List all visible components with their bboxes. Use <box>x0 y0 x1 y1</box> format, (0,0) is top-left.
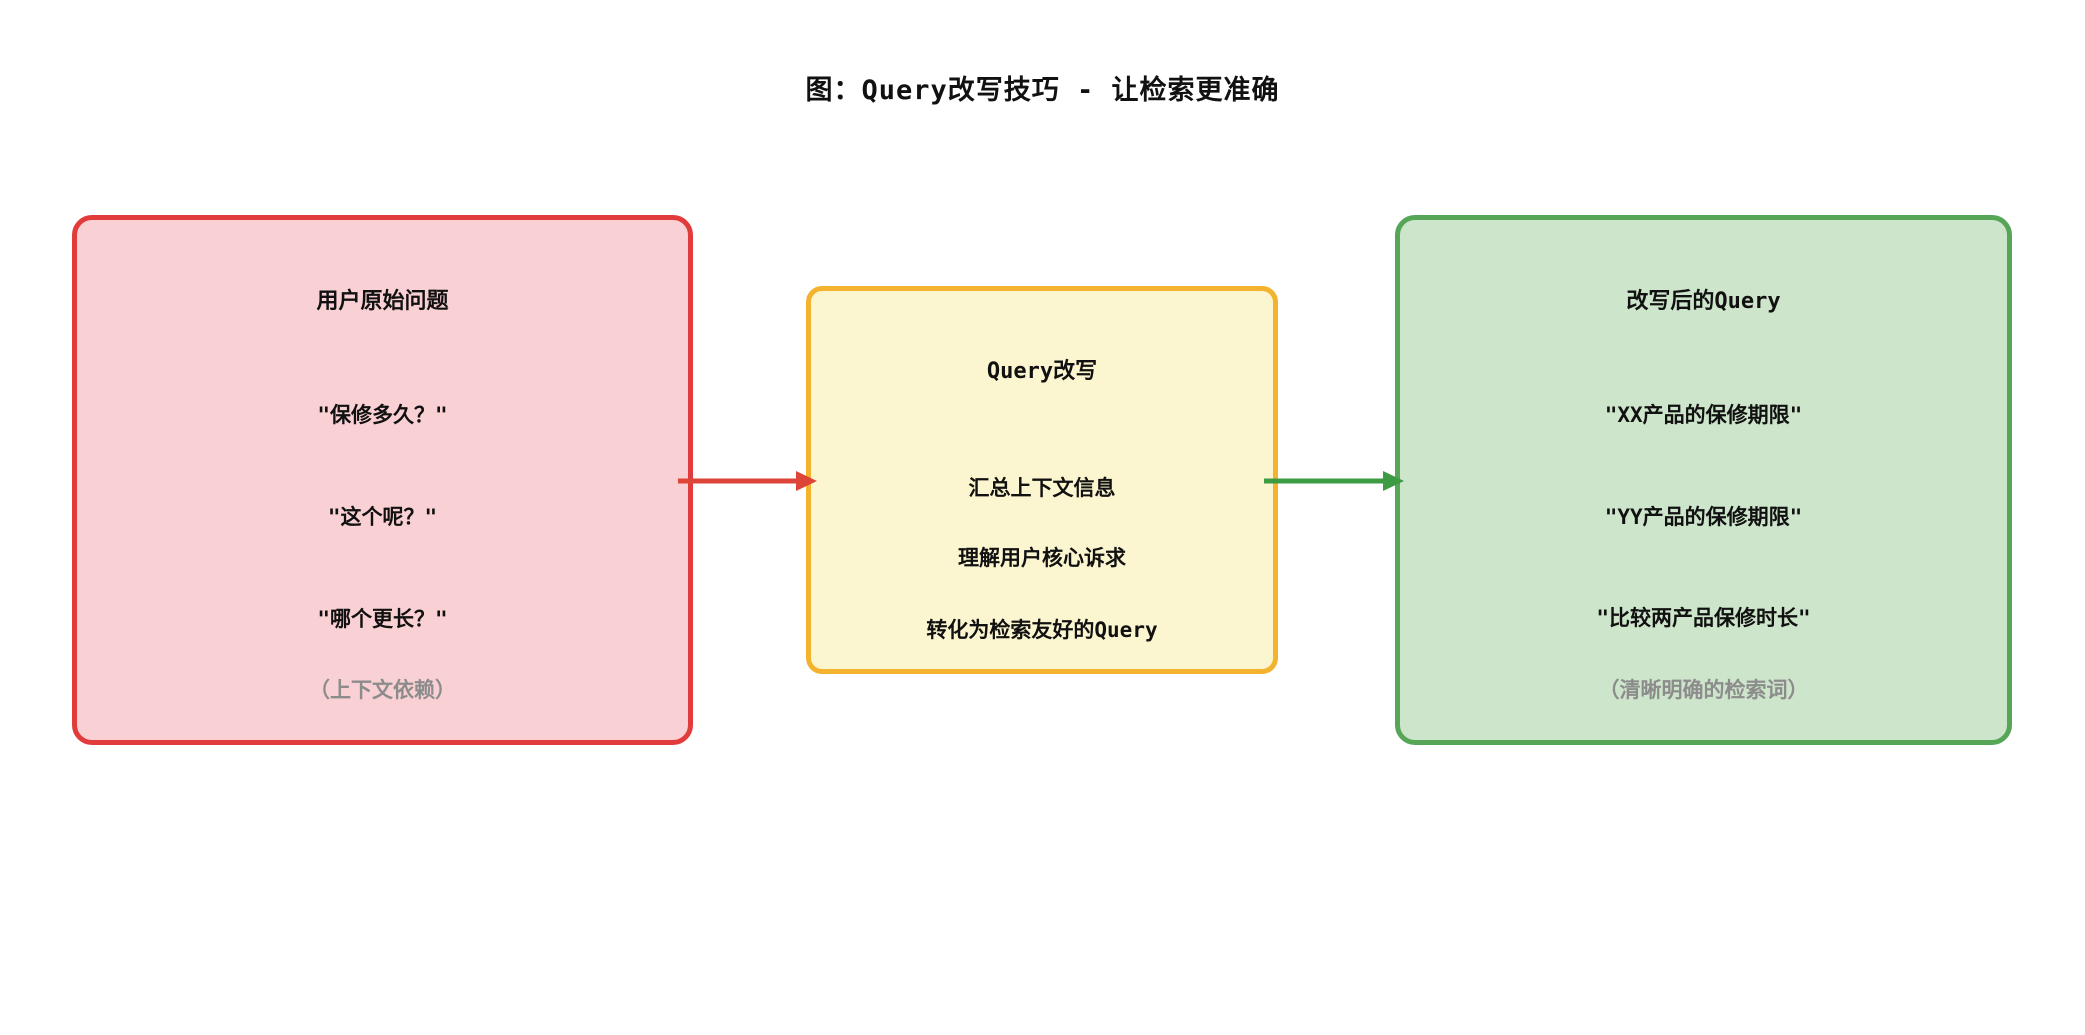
arrow-original-to-rewrite-icon <box>678 471 817 491</box>
rewritten-query-1: "XX产品的保修期限" <box>1604 403 1803 427</box>
original-question-3: "哪个更长？" <box>317 607 448 631</box>
arrow-rewrite-to-rewritten-icon <box>1264 471 1404 491</box>
box-rewritten-title: 改写后的Query <box>1626 289 1781 314</box>
box-rewritten-queries: 改写后的Query "XX产品的保修期限" "YY产品的保修期限" "比较两产品… <box>1395 215 2012 745</box>
diagram-title: 图：Query改写技巧 - 让检索更准确 <box>805 75 1280 106</box>
box-query-rewrite: Query改写 汇总上下文信息 理解用户核心诉求 转化为检索友好的Query <box>806 286 1278 674</box>
rewrite-step-2: 理解用户核心诉求 <box>958 546 1126 570</box>
rewritten-query-2: "YY产品的保修期限" <box>1604 505 1803 529</box>
box-original-title: 用户原始问题 <box>316 289 449 314</box>
original-question-1: "保修多久？" <box>317 403 448 427</box>
original-question-2: "这个呢？" <box>327 505 438 529</box>
box-rewrite-title: Query改写 <box>986 359 1098 384</box>
box-original-questions: 用户原始问题 "保修多久？" "这个呢？" "哪个更长？" （上下文依赖） <box>72 215 693 745</box>
rewrite-step-3: 转化为检索友好的Query <box>926 618 1158 642</box>
rewritten-query-3: "比较两产品保修时长" <box>1596 606 1811 630</box>
original-note: （上下文依赖） <box>309 678 456 702</box>
rewrite-step-1: 汇总上下文信息 <box>968 476 1116 500</box>
rewritten-note: （清晰明确的检索词） <box>1598 678 1809 702</box>
